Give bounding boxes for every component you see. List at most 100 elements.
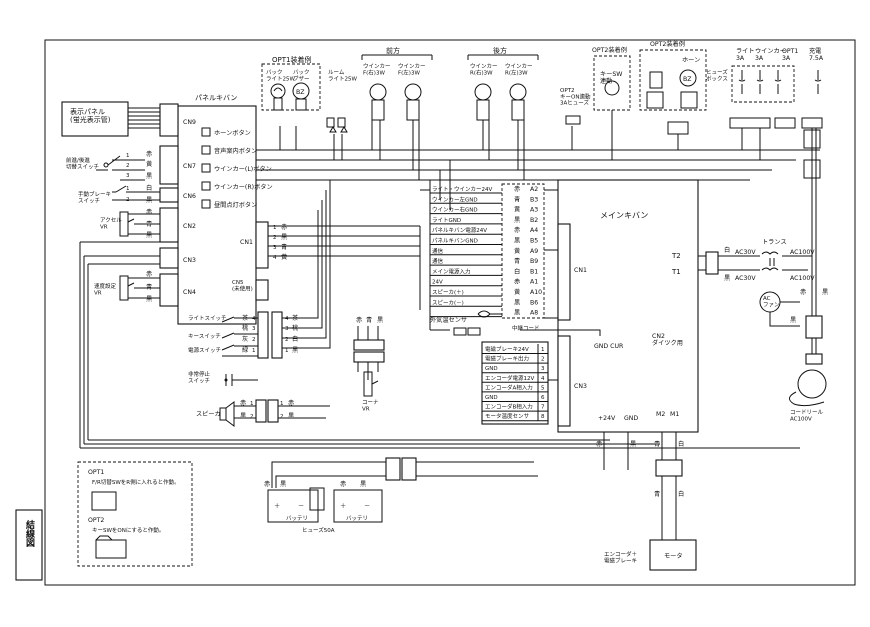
- cn2-left-label: CN2: [183, 223, 196, 230]
- emergency-switch-label: 非常停止スイッチ: [188, 370, 211, 384]
- accel-wire-black: 黒: [146, 232, 152, 239]
- gnd-cur-label: GND CUR: [594, 343, 624, 350]
- opt2-note-text: キーSWをONにすると作動。: [92, 526, 164, 534]
- cn3-left-label: CN3: [183, 257, 196, 264]
- cn3-pin-label: 電磁ブレーキ出力: [485, 355, 529, 363]
- main-conn-label: ライトGND: [432, 217, 461, 224]
- svg-text:1: 1: [280, 401, 284, 407]
- battery-group: 赤 黒 赤 黒 バッテリ バッテリ ＋－ ＋－ ヒューズ50A: [264, 457, 538, 534]
- main-kiban-title: メインキバン: [600, 211, 648, 220]
- svg-text:4: 4: [285, 316, 289, 322]
- gnd-label: GND: [624, 415, 638, 422]
- left-bus: [79, 242, 800, 449]
- accel-wire-blue: 青: [146, 220, 152, 228]
- charge-red: 赤: [800, 289, 806, 296]
- brake-wire-white: 白: [146, 184, 152, 192]
- button-winker-r: ウインカー(R)ボタン: [214, 183, 273, 191]
- svg-text:＋: ＋: [340, 503, 346, 510]
- winker-front-r-icon: [369, 83, 387, 101]
- opt1-label: OPT1装着例: [272, 55, 311, 64]
- main-conn-pin: A4: [530, 227, 538, 234]
- cn3-pin-label: GND: [485, 366, 498, 372]
- cn9-label: CN9: [183, 119, 196, 126]
- cn7-label: CN7: [183, 163, 196, 170]
- title-box: 結線図: [15, 509, 43, 581]
- motor-white: 白: [678, 440, 684, 448]
- transformer-icon: [761, 251, 779, 271]
- cn3-pin-number: 1: [541, 347, 545, 353]
- panel-kiban-label: パネルキバン: [195, 94, 237, 102]
- motor-icon: [649, 539, 697, 571]
- main-conn-label: スピーカ(－): [432, 299, 464, 306]
- svg-text:－: －: [298, 503, 304, 510]
- panel-kiban: パネルキバン CN9 CN7 CN6 CN2 CN3 CN4 CN1 CN5(未…: [159, 94, 269, 325]
- main-conn-label: 24V: [432, 280, 443, 286]
- main-conn-label: スピーカ(＋): [432, 289, 464, 296]
- main-conn-color: 赤: [514, 186, 520, 193]
- speaker-icon: [219, 401, 235, 427]
- main-conn-color: 赤: [514, 227, 520, 234]
- main-conn-pin: B1: [530, 268, 538, 275]
- opt1-note-title: OPT1: [88, 469, 104, 476]
- svg-text:1: 1: [126, 186, 130, 192]
- cn3-pin-number: 6: [541, 395, 545, 401]
- svg-text:3: 3: [273, 245, 277, 251]
- fusebox-label: ヒューズボックス: [706, 68, 728, 82]
- panel-buttons: ホーンボタン 音声案内ボタン ウインカー(L)ボタン ウインカー(R)ボタン 昼…: [201, 127, 273, 209]
- speed-wire-red: 赤: [146, 271, 152, 278]
- cn3-pin-label: エンコーダB相入力: [485, 403, 533, 411]
- main-conn-color: 黄: [514, 288, 520, 296]
- svg-text:2: 2: [250, 414, 254, 420]
- cn4-left-label: CN4: [183, 289, 196, 296]
- cn3-pin-label: エンコーダ電源12V: [485, 374, 534, 382]
- key-sw-icon: [604, 80, 620, 96]
- emergency-switch: 非常停止スイッチ: [188, 370, 258, 386]
- spk-black-l: 黒: [240, 413, 246, 420]
- temp-sensor: 外気温センサ 中継コード: [429, 300, 540, 336]
- pwr-red: 赤: [596, 441, 602, 448]
- winker-rear-r-icon: [474, 83, 492, 101]
- cn1-blue: 青: [281, 243, 287, 251]
- charge-black: 黒: [822, 289, 828, 296]
- main-conn-color: 黒: [514, 299, 520, 306]
- spk-red-r: 赤: [288, 400, 294, 407]
- cn1-red: 赤: [281, 224, 287, 231]
- cn1-left-label: CN1: [240, 239, 253, 246]
- fan-black: 黒: [790, 317, 796, 324]
- main-conn-label: メイン電源入力: [432, 267, 471, 275]
- main-conn-color: 青: [514, 195, 520, 203]
- svg-text:2: 2: [285, 337, 289, 343]
- fb-wire-yellow: 黄: [146, 160, 152, 168]
- sw2-black: 黒: [292, 347, 298, 354]
- cn1-yellow: 黄: [281, 253, 287, 261]
- main-cn1-label: CN1: [574, 267, 587, 274]
- main-conn-label: 通信: [432, 257, 444, 265]
- svg-text:3: 3: [126, 173, 130, 179]
- back-lamp-label: バックライト25W: [266, 69, 295, 82]
- main-conn-pin: A10: [530, 289, 542, 296]
- room-lamp-label: ルームライト25W: [328, 69, 357, 82]
- main-conn-pin: A8: [530, 310, 538, 317]
- fb-wire-red: 赤: [146, 151, 152, 158]
- bat-red-2: 赤: [340, 481, 346, 488]
- t1-black: 黒: [724, 275, 730, 282]
- cvr-red: 赤: [356, 317, 362, 324]
- main-conn-pin: B9: [530, 258, 538, 265]
- cvr-black: 黒: [377, 317, 383, 324]
- opt1-lamp-group: OPT1装着例 バックライト25W バックブザー BZ: [261, 55, 321, 111]
- button-horn: ホーンボタン: [214, 129, 251, 137]
